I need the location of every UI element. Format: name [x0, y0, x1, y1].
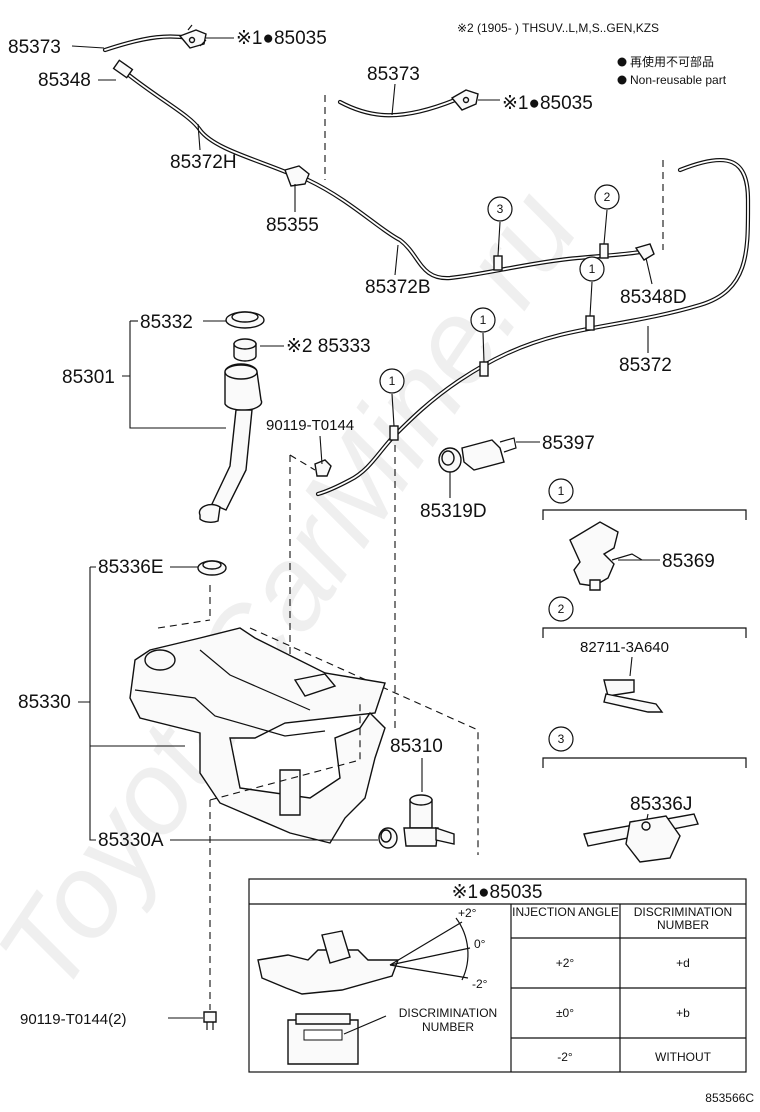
filler-pipe-85301[interactable]: [198, 363, 263, 523]
injection-angle-table: ※1●85035 INJECTION ANGLE DISCRIMINATION …: [248, 878, 747, 1073]
label-85373-top: 85373: [8, 37, 61, 58]
label-85319D: 85319D: [420, 501, 487, 522]
label-85397: 85397: [542, 433, 595, 454]
label-85348D: 85348D: [620, 287, 687, 308]
hose-85372[interactable]: [315, 157, 751, 497]
detail-3-marker: 3: [558, 732, 565, 746]
column-header-discrimination-number: DISCRIMINATION NUMBER: [633, 906, 733, 932]
grommet-85330A[interactable]: [378, 827, 398, 849]
row3-number: WITHOUT: [655, 1050, 712, 1064]
bolt-90119-T0144[interactable]: [314, 459, 332, 477]
connector-sketch: [287, 1013, 387, 1065]
label-85369: 85369: [662, 551, 715, 572]
label-85348: 85348: [38, 70, 91, 91]
grommet-85336E[interactable]: [197, 560, 227, 576]
nozzle-angle-sketch: +2° 0° -2°: [257, 906, 488, 995]
cap-85332[interactable]: [225, 311, 265, 329]
legend-line-1: 再使用不可部品: [630, 54, 714, 69]
level-switch-85397[interactable]: [461, 437, 517, 471]
label-85372H: 85372H: [170, 152, 237, 173]
clamp-3-label: 3: [497, 202, 504, 216]
angle-minus-label: -2°: [472, 977, 488, 991]
label-85330A: 85330A: [98, 830, 164, 851]
label-85035-mid: ※1●85035: [502, 93, 593, 114]
bolt-90119-T0144-2[interactable]: [203, 1011, 217, 1030]
clamp-1c[interactable]: 1: [379, 368, 405, 441]
clamp-1a-label: 1: [589, 262, 596, 276]
joint-85355[interactable]: [284, 165, 310, 187]
clamp-1b[interactable]: 1: [470, 307, 496, 377]
label-85035-top: ※1●85035: [236, 28, 327, 49]
nozzle-85035-top[interactable]: [178, 24, 207, 49]
angle-zero-label: 0°: [474, 937, 486, 951]
joint-85348[interactable]: [112, 59, 134, 79]
seal-85333[interactable]: [233, 338, 257, 362]
label-85301: 85301: [62, 367, 115, 388]
row1-number: +d: [676, 956, 690, 970]
figure-code: 853566C: [705, 1091, 754, 1105]
applicability-mark: ※2: [457, 21, 474, 35]
legend-bullet-icon-2: [617, 75, 627, 85]
hose-85372B[interactable]: [305, 177, 643, 281]
row3-angle: -2°: [557, 1050, 573, 1064]
legend-bullet-icon: [617, 57, 627, 67]
discrimination-number-label: DISCRIMINATION NUMBER: [398, 1006, 498, 1034]
label-90119-T0144-2: 90119-T0144(2): [20, 1011, 126, 1028]
detail-2-marker: 2: [558, 602, 565, 616]
label-85372: 85372: [619, 355, 672, 376]
clamp-1a[interactable]: 1: [579, 256, 605, 331]
grommet-85319D[interactable]: [438, 447, 462, 473]
label-85333: ※2 85333: [286, 336, 371, 357]
clamp-2-label: 2: [604, 190, 611, 204]
legend-line-2: Non-reusable part: [630, 73, 727, 87]
label-85310: 85310: [390, 736, 443, 757]
clip-85336J[interactable]: [583, 813, 699, 863]
applicability-text: (1905- ) THSUV..L,M,S..GEN,KZS: [477, 21, 659, 35]
detail-box-3: 3 85336J: [542, 726, 747, 863]
table-title: ※1●85035: [452, 882, 543, 903]
detail-1-marker: 1: [558, 484, 565, 498]
label-85336J: 85336J: [630, 794, 692, 815]
label-85372B: 85372B: [365, 277, 431, 298]
clamp-1b-label: 1: [480, 313, 487, 327]
joint-85348D[interactable]: [634, 243, 655, 261]
label-82711-3A640: 82711-3A640: [580, 639, 669, 656]
pump-85310[interactable]: [403, 794, 455, 847]
clamp-1c-label: 1: [389, 374, 396, 388]
tank-85330[interactable]: [129, 627, 386, 844]
row2-number: +b: [676, 1006, 690, 1020]
column-header-injection-angle: INJECTION ANGLE: [512, 906, 619, 919]
clip-82711-3A640[interactable]: [603, 679, 664, 713]
row1-angle: +2°: [556, 956, 575, 970]
label-90119-T0144: 90119-T0144: [266, 417, 354, 434]
clamp-2[interactable]: 2: [594, 184, 620, 259]
label-85355: 85355: [266, 215, 319, 236]
row2-angle: ±0°: [556, 1006, 574, 1020]
clip-85369[interactable]: [569, 521, 643, 591]
nozzle-85035-mid[interactable]: [450, 89, 479, 111]
angle-plus-label: +2°: [458, 906, 477, 920]
detail-box-2: 2 82711-3A640: [542, 596, 747, 713]
label-85373-mid: 85373: [367, 64, 420, 85]
label-85330: 85330: [18, 692, 71, 713]
clamp-3[interactable]: 3: [487, 196, 513, 271]
hose-85373-mid[interactable]: [337, 97, 458, 118]
label-85332: 85332: [140, 312, 193, 333]
label-85336E: 85336E: [98, 557, 164, 578]
detail-box-1: 1 85369: [542, 478, 747, 591]
